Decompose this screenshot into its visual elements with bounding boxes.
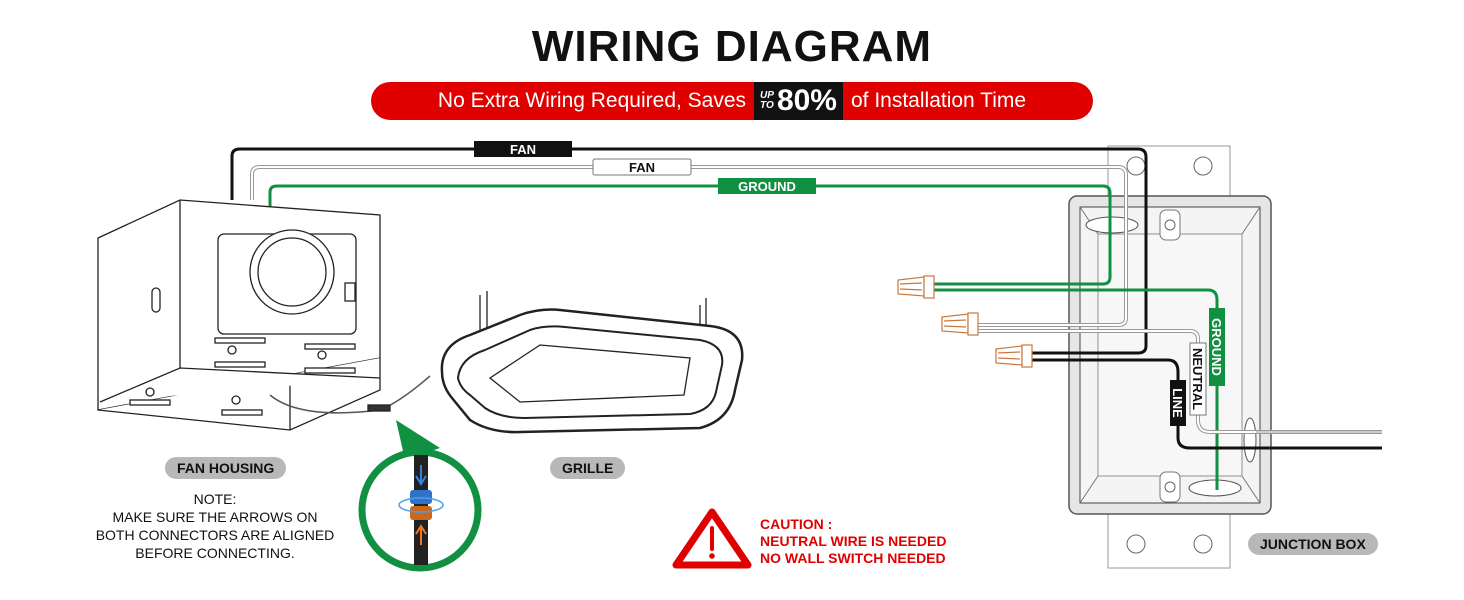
note-text: NOTE: MAKE SURE THE ARROWS ON BOTH CONNE… (95, 491, 335, 561)
wire-nut-neutral (941, 312, 979, 336)
ground-wire-supply (932, 288, 1219, 490)
promo-banner: No Extra Wiring Required, Saves UP TO 80… (371, 82, 1093, 120)
fan-housing (97, 199, 431, 431)
banner-suffix: of Installation Time (850, 89, 1027, 112)
junction-box-label: JUNCTION BOX (1248, 533, 1378, 555)
percent-value: 80% (776, 84, 837, 117)
caution-text: CAUTION : NEUTRAL WIRE IS NEEDED NO WALL… (760, 516, 947, 566)
connector-callout (358, 420, 482, 572)
junction-box (1068, 145, 1272, 569)
svg-text:FAN: FAN (629, 160, 655, 175)
fan-white-wire (250, 165, 1128, 327)
fan-housing-label: FAN HOUSING (165, 457, 287, 479)
up-to-label: UP TO (760, 90, 774, 111)
grille (440, 291, 744, 434)
fan-black-wire (230, 147, 1148, 355)
warning-icon (672, 508, 752, 569)
percent-badge: UP TO 80% (754, 82, 843, 120)
svg-text:LINE: LINE (1170, 388, 1185, 418)
svg-text:NEUTRAL: NEUTRAL (1190, 348, 1205, 410)
svg-text:GROUND: GROUND (1209, 318, 1224, 376)
svg-text:FAN: FAN (510, 142, 536, 157)
wire-nut-ground (897, 275, 935, 299)
grille-label: GRILLE (550, 457, 626, 479)
banner-prefix: No Extra Wiring Required, Saves (437, 89, 747, 112)
wire-nut-line (995, 344, 1033, 368)
svg-text:GROUND: GROUND (738, 179, 796, 194)
page-title: WIRING DIAGRAM (531, 22, 933, 71)
ground-wire-fan (268, 184, 1112, 286)
